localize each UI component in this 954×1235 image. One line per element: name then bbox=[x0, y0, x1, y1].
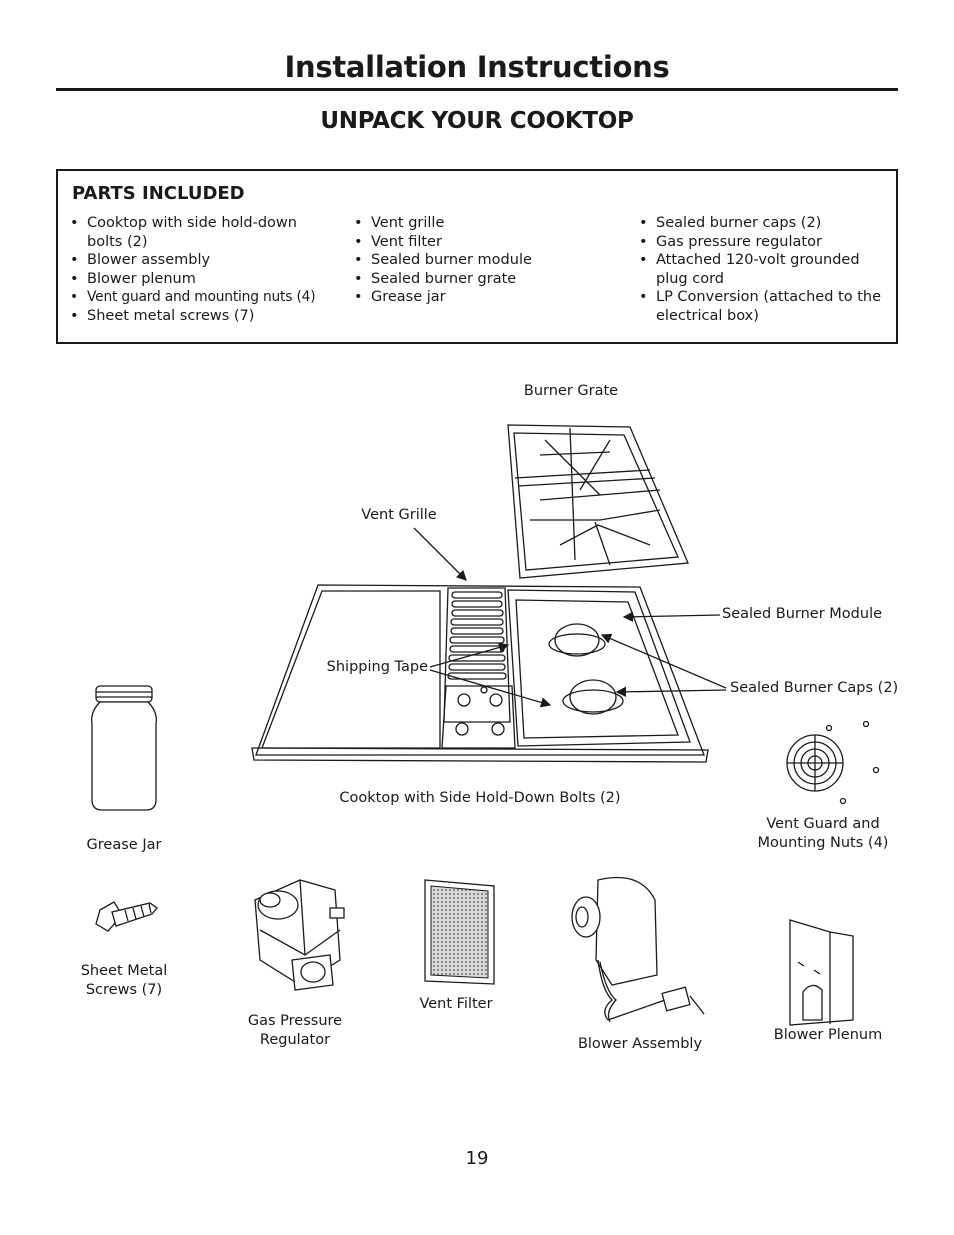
parts-heading: PARTS INCLUDED bbox=[72, 183, 245, 204]
part-item: Sealed burner module bbox=[354, 251, 594, 270]
label-sealed-burner-module: Sealed Burner Module bbox=[722, 606, 883, 622]
label-gas-regulator-line2: Regulator bbox=[259, 1032, 331, 1048]
sheet-metal-screw-drawing bbox=[95, 901, 158, 932]
part-item: Sealed burner caps (2) bbox=[639, 214, 889, 233]
page-title: Installation Instructions bbox=[284, 50, 670, 84]
vent-guard-drawing bbox=[786, 720, 880, 805]
parts-column-1: Cooktop with side hold-down bolts (2) Bl… bbox=[70, 214, 330, 326]
label-cooktop: Cooktop with Side Hold-Down Bolts (2) bbox=[339, 790, 621, 806]
label-grease-jar: Grease Jar bbox=[86, 837, 162, 853]
part-item: LP Conversion (attached to the electrica… bbox=[639, 288, 889, 325]
label-blower-assembly: Blower Assembly bbox=[577, 1036, 703, 1052]
gas-regulator-drawing bbox=[254, 879, 345, 991]
part-item: Grease jar bbox=[354, 288, 594, 307]
part-item: Attached 120-volt grounded plug cord bbox=[639, 251, 889, 288]
label-vent-filter: Vent Filter bbox=[419, 996, 493, 1012]
label-burner-grate: Burner Grate bbox=[523, 383, 619, 399]
label-sheet-metal-line1: Sheet Metal bbox=[80, 963, 168, 979]
part-item: Sealed burner grate bbox=[354, 270, 594, 289]
parts-included-box: PARTS INCLUDED Cooktop with side hold-do… bbox=[56, 169, 898, 344]
part-item: Vent filter bbox=[354, 233, 594, 252]
title-rule bbox=[56, 88, 898, 91]
label-shipping-tape: Shipping Tape bbox=[326, 659, 428, 675]
part-item: Gas pressure regulator bbox=[639, 233, 889, 252]
parts-column-2: Vent grille Vent filter Sealed burner mo… bbox=[354, 214, 594, 307]
burner-grate-drawing bbox=[507, 424, 689, 579]
label-vent-guard-line2: Mounting Nuts (4) bbox=[757, 835, 889, 851]
cooktop-drawing bbox=[251, 584, 709, 763]
part-item: Sheet metal screws (7) bbox=[70, 307, 330, 326]
parts-column-3: Sealed burner caps (2) Gas pressure regu… bbox=[639, 214, 889, 326]
label-vent-grille: Vent Grille bbox=[361, 507, 437, 523]
vent-filter-drawing bbox=[424, 879, 495, 985]
label-gas-regulator-line1: Gas Pressure bbox=[247, 1013, 343, 1029]
label-sealed-burner-caps: Sealed Burner Caps (2) bbox=[730, 680, 899, 696]
page-number: 19 bbox=[465, 1148, 489, 1169]
part-item: Vent grille bbox=[354, 214, 594, 233]
section-heading: UNPACK YOUR COOKTOP bbox=[320, 108, 634, 134]
part-item: Cooktop with side hold-down bolts (2) bbox=[70, 214, 330, 251]
blower-assembly-drawing bbox=[571, 876, 705, 1023]
part-item: Vent guard and mounting nuts (4) bbox=[70, 288, 330, 307]
part-item: Blower plenum bbox=[70, 270, 330, 289]
label-vent-guard-line1: Vent Guard and bbox=[766, 816, 880, 832]
grease-jar-drawing bbox=[91, 685, 157, 811]
leader-lines bbox=[413, 527, 727, 708]
part-item: Blower assembly bbox=[70, 251, 330, 270]
label-sheet-metal-line2: Screws (7) bbox=[85, 982, 163, 998]
blower-plenum-drawing bbox=[789, 919, 854, 1026]
label-blower-plenum: Blower Plenum bbox=[773, 1027, 883, 1043]
